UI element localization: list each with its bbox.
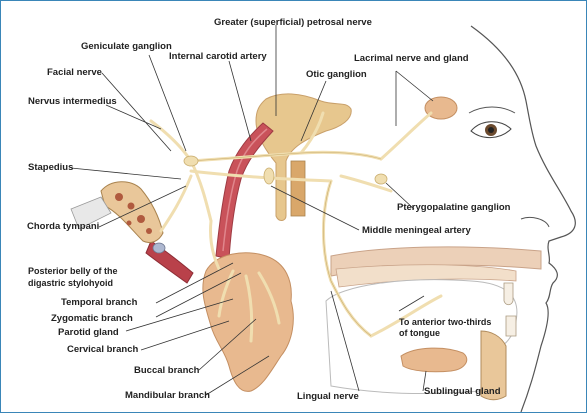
sublingual-gland: [401, 348, 467, 372]
label-lingual-nerve: Lingual nerve: [297, 391, 359, 402]
label-pterygopalatine-ganglion: Pterygopalatine ganglion: [397, 202, 511, 213]
label-lacrimal-nerve-and-gland: Lacrimal nerve and gland: [354, 53, 469, 64]
label-posterior-belly-line1: Posterior belly of the: [28, 266, 118, 276]
label-stapedius: Stapedius: [28, 162, 73, 173]
label-otic-ganglion: Otic ganglion: [306, 69, 367, 80]
geniculate-ganglion-shape: [184, 156, 198, 166]
label-sublingual-gland: Sublingual gland: [424, 386, 501, 397]
label-zygomatic-branch: Zygomatic branch: [51, 313, 133, 324]
bone-column: [291, 161, 305, 216]
label-chorda-tympani: Chorda tympani: [27, 221, 99, 232]
label-nervus-intermedius: Nervus intermedius: [28, 96, 117, 107]
label-buccal-branch: Buccal branch: [134, 365, 200, 376]
label-temporal-branch: Temporal branch: [61, 297, 138, 308]
label-geniculate-ganglion: Geniculate ganglion: [81, 41, 172, 52]
muscle-end: [153, 243, 165, 253]
label-anterior-tongue-line2: of tongue: [399, 328, 440, 338]
otic-ganglion-shape: [264, 168, 274, 184]
eye: [469, 107, 515, 138]
label-parotid-gland: Parotid gland: [58, 327, 119, 338]
label-facial-nerve: Facial nerve: [47, 67, 102, 78]
label-middle-meningeal-artery: Middle meningeal artery: [362, 225, 471, 236]
label-posterior-belly-line2: digastric stylohyoid: [28, 278, 113, 288]
nostril: [521, 217, 549, 227]
label-greater-petrosal-nerve: Greater (superficial) petrosal nerve: [214, 17, 372, 28]
label-anterior-tongue-line1: To anterior two-thirds: [399, 317, 491, 327]
label-internal-carotid-artery: Internal carotid artery: [169, 51, 267, 62]
label-mandibular-branch: Mandibular branch: [125, 390, 210, 401]
pterygopalatine-ganglion-shape: [375, 174, 387, 184]
label-cervical-branch: Cervical branch: [67, 344, 138, 355]
